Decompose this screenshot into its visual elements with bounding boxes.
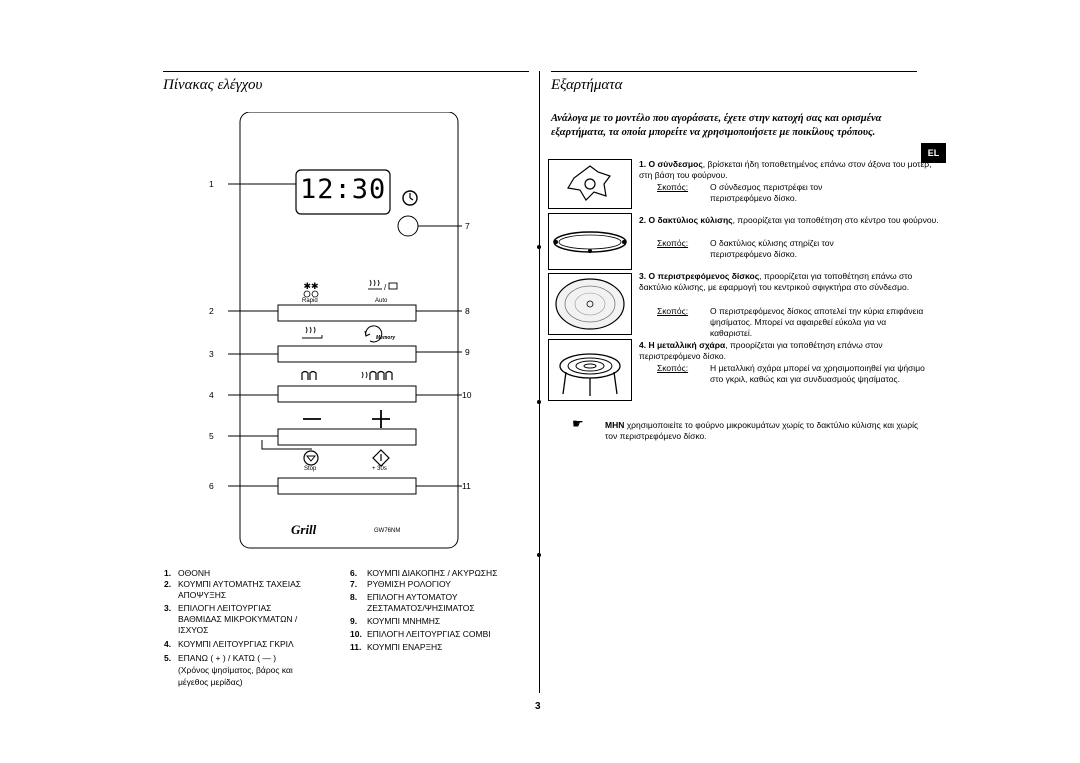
accessory-3: 3. Ο περιστρεφόμενος δίσκος, προορίζεται… bbox=[639, 271, 913, 292]
button-bar-row3 bbox=[277, 385, 417, 403]
accessory-3-purpose: Σκοπός: Ο περιστρεφόμενος δίσκος αποτελε… bbox=[657, 306, 924, 338]
callout-8: 8 bbox=[465, 306, 470, 316]
language-badge: EL bbox=[921, 143, 946, 163]
grill-brand: Grill bbox=[291, 522, 317, 537]
warning-text: ΜΗΝ χρησιμοποιείτε το φούρνο μικροκυμάτω… bbox=[605, 420, 919, 441]
micro-power-icon bbox=[302, 326, 323, 339]
auto-reheat-icon: / bbox=[368, 279, 398, 292]
button-bar-row1 bbox=[277, 304, 417, 322]
memory-icon bbox=[364, 325, 383, 343]
left-title-rule bbox=[163, 71, 529, 72]
binding-dot bbox=[537, 400, 541, 404]
stop-label: Stop bbox=[304, 466, 317, 472]
model-number: GW76NM bbox=[374, 528, 401, 534]
roller-ring-image bbox=[548, 213, 632, 270]
turntable-image bbox=[548, 273, 632, 335]
callout-1: 1 bbox=[209, 179, 214, 189]
plus-icon bbox=[372, 410, 390, 428]
button-bar-row4 bbox=[277, 428, 417, 446]
callout-10: 10 bbox=[462, 390, 472, 400]
rapid-label: Rapid bbox=[302, 298, 318, 304]
button-bar-row2 bbox=[277, 345, 417, 363]
accessory-1-purpose: Σκοπός: Ο σύνδεσμος περιστρέφει τον περι… bbox=[657, 182, 823, 203]
page-number: 3 bbox=[535, 701, 541, 712]
callout-4: 4 bbox=[209, 390, 214, 400]
accessory-2-purpose: Σκοπός: Ο δακτύλιος κύλισης στηρίζει τον… bbox=[657, 238, 834, 259]
legend-item: 2.ΚΟΥΜΠΙ ΑΥΤΟΜΑΤΗΣ ΤΑΧΕΙΑΣ bbox=[164, 579, 302, 589]
binding-dot bbox=[537, 553, 541, 557]
right-title-rule bbox=[551, 71, 917, 72]
legend-item: 1.ΟΘΟΝΗ bbox=[164, 568, 211, 578]
clock-knob bbox=[397, 215, 419, 237]
svg-text:✱✱: ✱✱ bbox=[303, 282, 318, 292]
accessories-intro: Ανάλογα με το μοντέλο που αγοράσατε, έχε… bbox=[551, 113, 882, 138]
legend-item: 10.ΕΠΙΛΟΓΗ ΛΕΙΤΟΥΡΓΙΑΣ COMBI bbox=[350, 629, 491, 639]
control-panel-title: Πίνακας ελέγχου bbox=[163, 77, 263, 93]
memory-label: Memory bbox=[376, 335, 396, 341]
coupler-image bbox=[548, 159, 632, 209]
svg-text:/: / bbox=[384, 283, 387, 292]
legend-item: ΒΑΘΜΙΔΑΣ ΜΙΚΡΟΚΥΜΑΤΩΝ / bbox=[178, 614, 298, 624]
callout-2: 2 bbox=[209, 306, 214, 316]
pointing-hand-icon: ☛ bbox=[572, 417, 584, 432]
accessory-4-purpose: Σκοπός: Η μεταλλική σχάρα μπορεί να χρησ… bbox=[657, 363, 925, 384]
plus30-label: + 30s bbox=[372, 466, 387, 472]
callout-9: 9 bbox=[465, 347, 470, 357]
auto-label: Auto bbox=[375, 298, 388, 304]
metal-rack-image bbox=[548, 339, 632, 401]
control-panel-illustration: ✱✱ / bbox=[228, 112, 462, 549]
legend-item: 4.ΚΟΥΜΠΙ ΛΕΙΤΟΥΡΓΙΑΣ ΓΚΡΙΛ bbox=[164, 639, 294, 649]
legend-item: ΙΣΧΥΟΣ bbox=[178, 625, 209, 635]
legend-item: 3.ΕΠΙΛΟΓΗ ΛΕΙΤΟΥΡΓΙΑΣ bbox=[164, 603, 272, 613]
binding-dot bbox=[537, 245, 541, 249]
accessory-1: 1. Ο σύνδεσμος, βρίσκεται ήδη τοποθετημέ… bbox=[639, 159, 932, 180]
display-screen bbox=[295, 169, 391, 215]
legend-item: ΖΕΣΤΑΜΑΤΟΣ/ΨΗΣΙΜΑΤΟΣ bbox=[367, 603, 475, 613]
legend-item: 9.ΚΟΥΜΠΙ ΜΝΗΜΗΣ bbox=[350, 616, 441, 626]
callout-7: 7 bbox=[465, 221, 470, 231]
accessories-title: Εξαρτήματα bbox=[551, 77, 623, 93]
legend-item: 6.ΚΟΥΜΠΙ ΔΙΑΚΟΠΗΣ / ΑΚΥΡΩΣΗΣ bbox=[350, 568, 498, 578]
legend-item: 5.ΕΠΑΝΩ ( + ) / ΚΑΤΩ ( — ) bbox=[164, 653, 277, 663]
callout-6: 6 bbox=[209, 481, 214, 491]
accessory-4: 4. Η μεταλλική σχάρα, προορίζεται για το… bbox=[639, 340, 883, 361]
grill-icon bbox=[301, 370, 317, 380]
legend-item: (Χρόνος ψησίματος, βάρος και bbox=[178, 665, 293, 675]
stop-icon bbox=[303, 450, 319, 466]
callout-3: 3 bbox=[209, 349, 214, 359]
accessory-2: 2. Ο δακτύλιος κύλισης, προορίζεται για … bbox=[639, 215, 939, 225]
legend-item: 11.ΚΟΥΜΠΙ ΕΝΑΡΞΗΣ bbox=[350, 642, 443, 652]
display-time: 12:30 bbox=[300, 174, 387, 205]
column-divider bbox=[539, 71, 540, 693]
legend-item: 8.ΕΠΙΛΟΓΗ ΑΥΤΟΜΑΤΟΥ bbox=[350, 592, 458, 602]
rapid-defrost-icon: ✱✱ bbox=[303, 282, 319, 298]
legend-item: μέγεθος μερίδας) bbox=[178, 677, 243, 687]
button-bar-row5 bbox=[277, 477, 417, 495]
callout-5: 5 bbox=[209, 431, 214, 441]
legend-item: ΑΠΟΨΥΞΗΣ bbox=[178, 590, 227, 600]
combi-icon bbox=[361, 370, 393, 380]
start-icon bbox=[372, 449, 390, 467]
callout-11: 11 bbox=[462, 481, 471, 491]
legend-item: 7.ΡΥΘΜΙΣΗ ΡΟΛΟΓΙΟΥ bbox=[350, 579, 451, 589]
